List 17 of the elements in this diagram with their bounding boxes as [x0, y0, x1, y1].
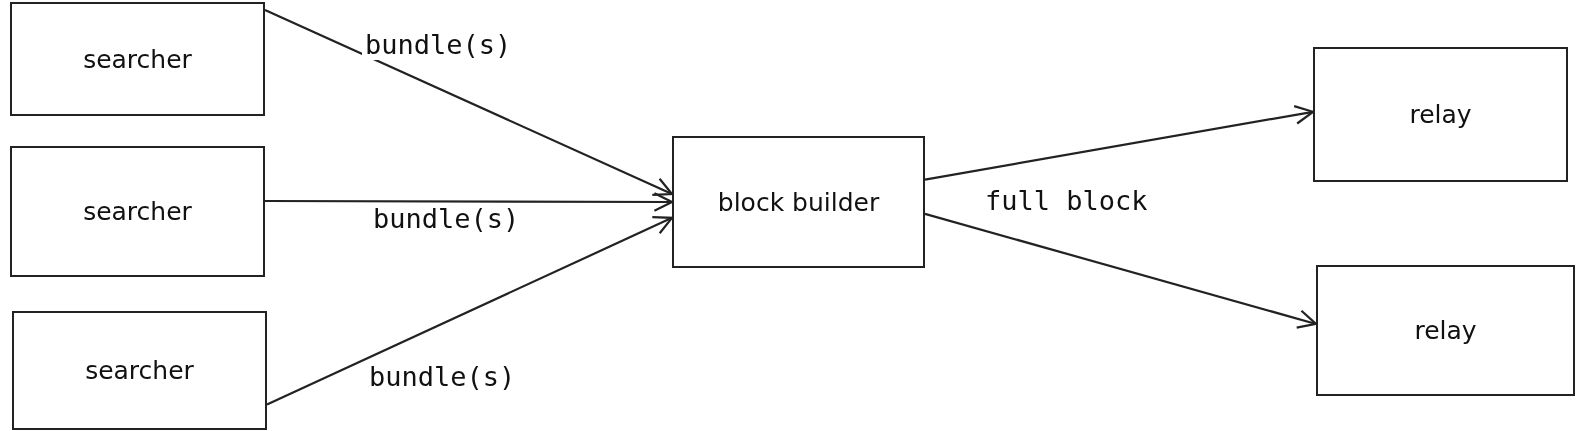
process-box [1316, 265, 1575, 396]
process-box [12, 311, 267, 430]
node-label: searcher [85, 356, 194, 385]
node-label: relay [1409, 100, 1472, 129]
process-box [10, 2, 265, 116]
process-box [672, 136, 925, 268]
node-label: block builder [717, 187, 880, 217]
node-label: relay [1414, 316, 1477, 345]
arrow [265, 192, 674, 212]
process-box [10, 146, 265, 277]
arrow [924, 212, 1318, 329]
process-box [1313, 47, 1568, 182]
arrow [266, 216, 674, 406]
node-label: searcher [83, 44, 192, 74]
node-label: searcher [83, 197, 192, 226]
arrow [924, 105, 1315, 181]
arrow [264, 8, 674, 196]
